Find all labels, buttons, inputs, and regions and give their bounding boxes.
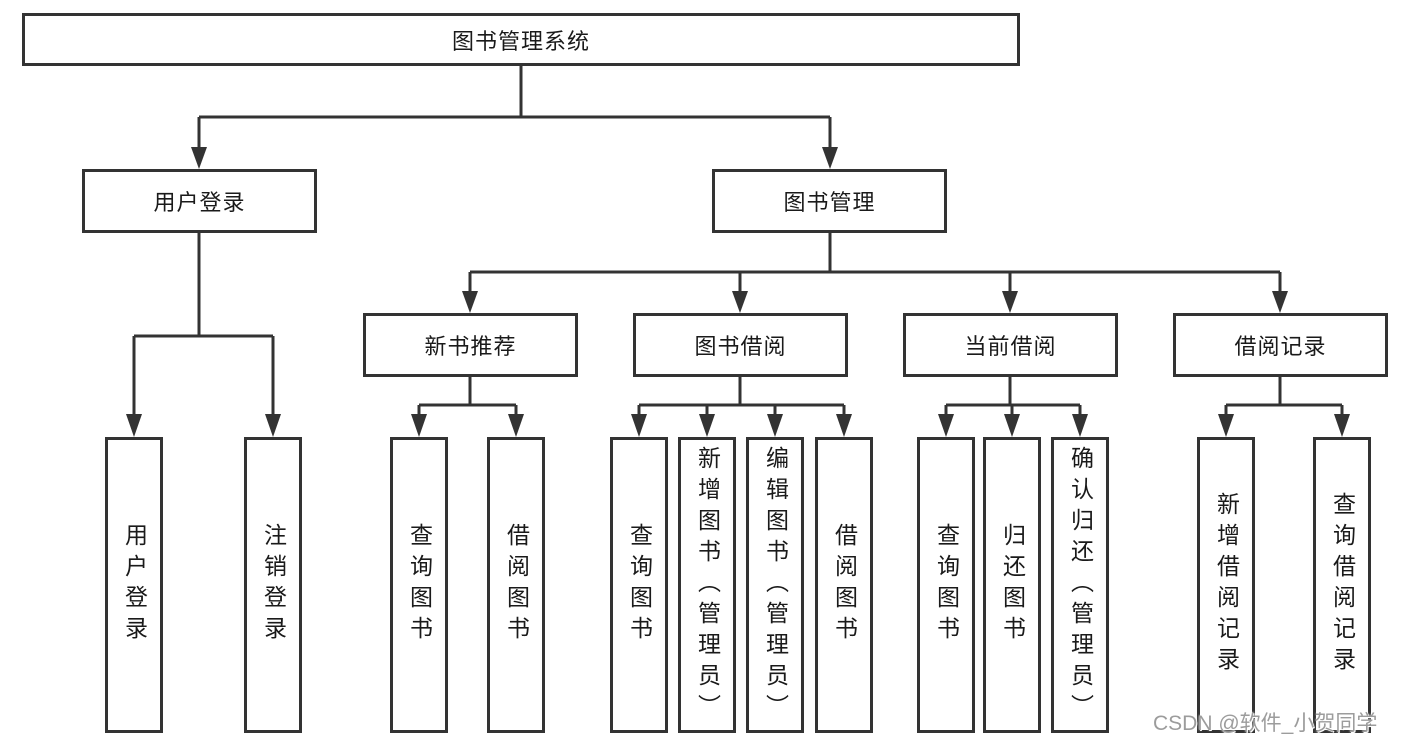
leaf-edit-book-admin: 编辑图书（管理员） xyxy=(746,437,804,733)
leaf-user-login: 用户登录 xyxy=(105,437,163,733)
arrow-down-icon xyxy=(191,147,207,169)
arrow-down-icon xyxy=(126,414,142,437)
leaf-add-borrow-record: 新增借阅记录 xyxy=(1197,437,1255,733)
node-borrow-records: 借阅记录 xyxy=(1173,313,1388,377)
leaf-logout: 注销登录 xyxy=(244,437,302,733)
node-new-book-recommend: 新书推荐 xyxy=(363,313,578,377)
arrow-down-icon xyxy=(508,414,524,437)
leaf-confirm-return-admin: 确认归还（管理员） xyxy=(1051,437,1109,733)
leaf-borrow-books: 借阅图书 xyxy=(815,437,873,733)
arrow-down-icon xyxy=(732,291,748,313)
arrow-down-icon xyxy=(1072,414,1088,437)
watermark: CSDN @软件_小贺同学 xyxy=(1153,712,1378,735)
node-current-borrow: 当前借阅 xyxy=(903,313,1118,377)
arrow-down-icon xyxy=(938,414,954,437)
arrow-down-icon xyxy=(265,414,281,437)
leaf-label: 用户登录 xyxy=(121,523,148,647)
leaf-query-books-borrow: 查询图书 xyxy=(610,437,668,733)
leaf-label: 新增借阅记录 xyxy=(1213,492,1240,678)
arrow-down-icon xyxy=(1334,414,1350,437)
node-book-borrow: 图书借阅 xyxy=(633,313,848,377)
arrow-down-icon xyxy=(631,414,647,437)
arrow-down-icon xyxy=(1004,414,1020,437)
leaf-label: 查询图书 xyxy=(406,523,433,647)
leaf-label: 确认归还（管理员） xyxy=(1067,445,1094,725)
arrow-down-icon xyxy=(1218,414,1234,437)
leaf-label: 查询图书 xyxy=(626,523,653,647)
leaf-label: 借阅图书 xyxy=(831,523,858,647)
leaf-add-book-admin: 新增图书（管理员） xyxy=(678,437,736,733)
arrow-down-icon xyxy=(462,291,478,313)
leaf-label: 借阅图书 xyxy=(503,523,530,647)
leaf-label: 查询借阅记录 xyxy=(1329,492,1356,678)
leaf-query-books-recommend: 查询图书 xyxy=(390,437,448,733)
leaf-return-book: 归还图书 xyxy=(983,437,1041,733)
arrow-down-icon xyxy=(767,414,783,437)
leaf-borrow-books-recommend: 借阅图书 xyxy=(487,437,545,733)
leaf-label: 归还图书 xyxy=(999,523,1026,647)
leaf-query-borrow-record: 查询借阅记录 xyxy=(1313,437,1371,733)
node-book-management: 图书管理 xyxy=(712,169,947,233)
arrow-down-icon xyxy=(836,414,852,437)
arrow-down-icon xyxy=(822,147,838,169)
leaf-label: 查询图书 xyxy=(933,523,960,647)
arrow-down-icon xyxy=(411,414,427,437)
arrow-down-icon xyxy=(1002,291,1018,313)
node-user-login: 用户登录 xyxy=(82,169,317,233)
leaf-label: 新增图书（管理员） xyxy=(694,445,721,725)
node-system-root: 图书管理系统 xyxy=(22,13,1020,66)
leaf-query-books-current: 查询图书 xyxy=(917,437,975,733)
arrow-down-icon xyxy=(1272,291,1288,313)
leaf-label: 编辑图书（管理员） xyxy=(762,445,789,725)
arrow-down-icon xyxy=(699,414,715,437)
leaf-label: 注销登录 xyxy=(260,523,287,647)
